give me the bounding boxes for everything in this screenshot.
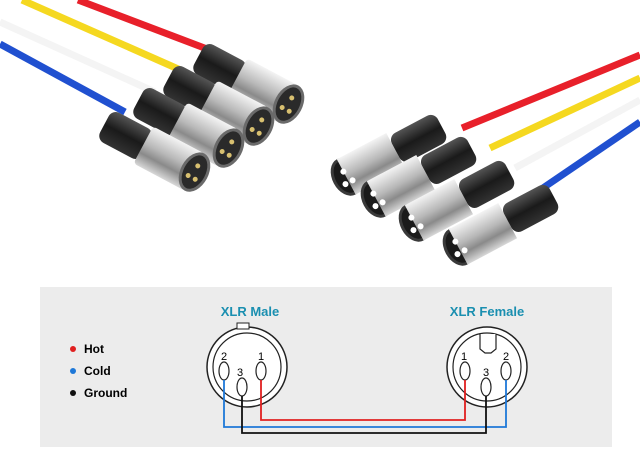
cable-white	[513, 96, 640, 172]
wiring-diagram: 2 1 3 1 2 3	[206, 322, 528, 434]
female-connector	[330, 114, 447, 196]
male-pin-label: 3	[237, 367, 243, 379]
legend-label: Cold	[84, 364, 111, 378]
cable-yellow	[488, 74, 640, 152]
female-pin-label: 3	[483, 367, 489, 379]
female-connector	[398, 160, 515, 242]
legend-label: Hot	[84, 342, 104, 356]
xlr-female-face: 1 2 3	[446, 326, 528, 408]
cable-blue	[0, 40, 127, 116]
legend-ground: Ground	[70, 386, 127, 400]
male-connector	[193, 44, 305, 124]
cable-blue	[538, 119, 640, 193]
right-cables	[460, 51, 640, 193]
cold-dot	[70, 368, 76, 374]
female-pin-label: 2	[503, 351, 509, 363]
male-pin-label: 1	[258, 351, 264, 363]
left-cables	[0, 0, 217, 116]
product-photo	[0, 0, 640, 266]
wire-hot	[260, 380, 466, 421]
legend-hot: Hot	[70, 342, 104, 356]
cable-white	[0, 18, 157, 96]
male-title: XLR Male	[220, 304, 280, 319]
cable-red	[76, 0, 217, 56]
cable-yellow	[20, 0, 187, 76]
wire-cold	[223, 380, 507, 428]
legend-cold: Cold	[70, 364, 111, 378]
wiring-diagram-panel: XLR Male XLR Female Hot Cold Ground 2 1 …	[40, 287, 612, 447]
wire-ground	[241, 396, 487, 434]
female-pin-label: 1	[461, 351, 467, 363]
legend-label: Ground	[84, 386, 128, 400]
female-connector	[360, 136, 477, 218]
male-connector	[99, 112, 211, 192]
cable-red	[460, 51, 640, 132]
female-title: XLR Female	[449, 304, 525, 319]
male-connector	[133, 88, 245, 168]
female-connector	[442, 184, 559, 266]
hot-dot	[70, 346, 76, 352]
xlr-male-face: 2 1 3	[206, 322, 288, 408]
male-pin-label: 2	[221, 351, 227, 363]
ground-dot	[70, 390, 76, 396]
